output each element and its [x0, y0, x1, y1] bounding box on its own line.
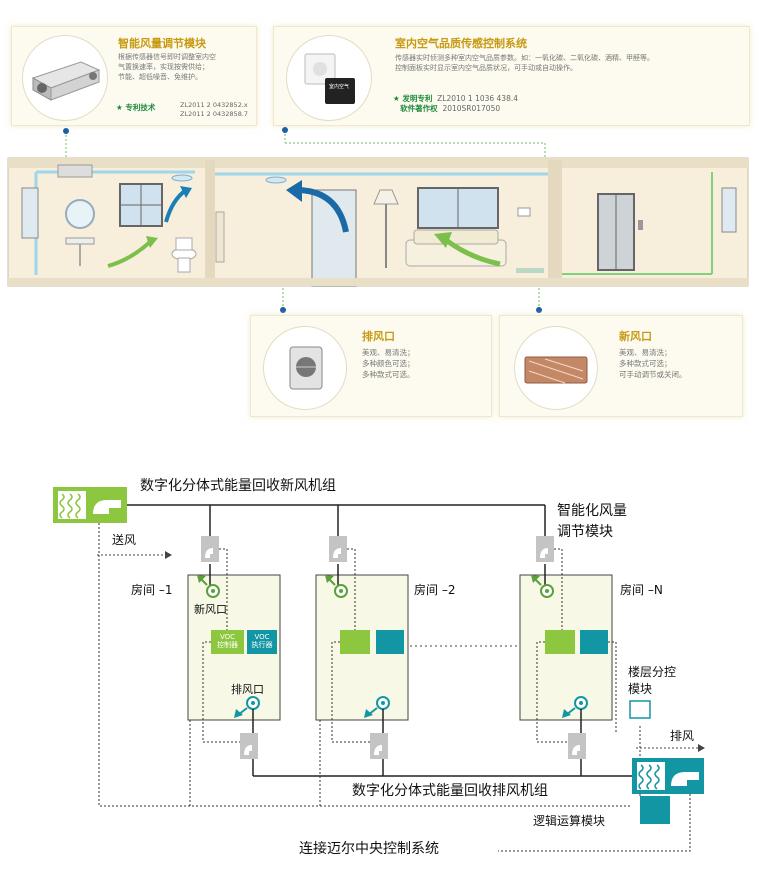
exhaust-grille-icon	[289, 346, 323, 390]
floor-module-label-1: 楼层分控	[628, 665, 677, 679]
room-n-label: 房间 –N	[620, 583, 663, 597]
exhaust-outlet-desc: 美观、易清洗； 多种颜色可选； 多种款式可选。	[362, 348, 415, 379]
voc-actuator-n	[580, 630, 608, 654]
central-control-label: 连接迈尔中央控制系统	[299, 841, 439, 857]
exhaust-unit-title: 数字化分体式能量回收排风机组	[352, 783, 548, 799]
air-volume-module-desc: 根据传感器信号即时调整室内空 气置换速率，实现按需供给； 节能、超低噪音、免维护…	[118, 53, 216, 81]
module-label-1: 智能化风量	[557, 503, 627, 519]
panel-text: 室内空气	[329, 83, 349, 90]
supply-fan-unit	[53, 487, 127, 523]
fresh-air-inlet-title: 新风口	[619, 330, 652, 343]
air-volume-module-image	[22, 35, 108, 121]
card-fresh-air-inlet: 新风口 美观、易清洗； 多种款式可选； 可手动调节或关闭。	[499, 315, 743, 417]
voc-actuator-label: VOC 执行器	[251, 633, 273, 649]
exhaust-outlet-image	[263, 326, 347, 410]
system-diagram	[53, 487, 705, 852]
exhaust-fan-unit	[632, 758, 704, 794]
exhaust-outlet-label: 排风口	[231, 683, 264, 696]
sensor-panel-icon: 室内空气	[304, 53, 355, 104]
exhaust-air-label: 排风	[670, 729, 695, 743]
room-1-label: 房间 –1	[131, 583, 173, 597]
air-quality-sensor-desc: 传感器实时侦测多种室内空气品质参数。如：一氧化碳、二氧化碳、酒精、甲醛等。 控制…	[395, 54, 654, 72]
card-air-quality-sensor: 室内空气 室内空气品质传感控制系统 传感器实时侦测多种室内空气品质参数。如：一氧…	[273, 26, 750, 126]
fresh-air-grille-icon	[524, 356, 588, 384]
room-2-label: 房间 –2	[414, 583, 456, 597]
fresh-inlet-label: 新风口	[194, 603, 227, 616]
air-quality-sensor-patent: ★ 发明专利 ZL2010 1 1036 438.4 软件著作权 2010SR0…	[393, 94, 519, 113]
logic-operation-module	[640, 796, 670, 824]
air-volume-module-title: 智能风量调节模块	[118, 37, 206, 50]
air-quality-sensor-image: 室内空气	[286, 35, 372, 121]
module-label-2: 调节模块	[557, 524, 613, 540]
voc-controller-2	[340, 630, 370, 654]
floor-control-module	[629, 700, 651, 719]
air-volume-module-patent-nos: ZL2011 2 0432852.x ZL2011 2 0432858.7	[180, 101, 249, 118]
supply-air-label: 送风	[112, 533, 137, 547]
floor-module-label-2: 模块	[628, 682, 653, 696]
air-volume-module-patent: ★ 专利技术	[116, 103, 156, 112]
air-quality-sensor-title: 室内空气品质传感控制系统	[395, 37, 527, 50]
star-icon: ★	[393, 94, 403, 103]
supply-unit-title: 数字化分体式能量回收新风机组	[140, 478, 336, 494]
exhaust-outlet-title: 排风口	[362, 330, 395, 343]
voc-actuator-1	[247, 630, 277, 654]
fresh-air-inlet-desc: 美观、易清洗； 多种款式可选； 可手动调节或关闭。	[619, 348, 687, 379]
fresh-air-inlet-image	[514, 326, 598, 410]
card-air-volume-module: 智能风量调节模块 根据传感器信号即时调整室内空 气置换速率，实现按需供给； 节能…	[11, 26, 257, 126]
duct-unit-icon	[31, 61, 101, 101]
building-illustration	[7, 157, 749, 287]
voc-controller-label: VOC 控制器	[217, 633, 238, 649]
star-icon: ★	[116, 103, 126, 112]
card-exhaust-outlet: 排风口 美观、易清洗； 多种颜色可选； 多种款式可选。	[250, 315, 492, 417]
voc-controller-1	[211, 630, 244, 654]
voc-controller-n	[545, 630, 575, 654]
logic-module-label: 逻辑运算模块	[533, 814, 606, 828]
voc-actuator-2	[376, 630, 404, 654]
